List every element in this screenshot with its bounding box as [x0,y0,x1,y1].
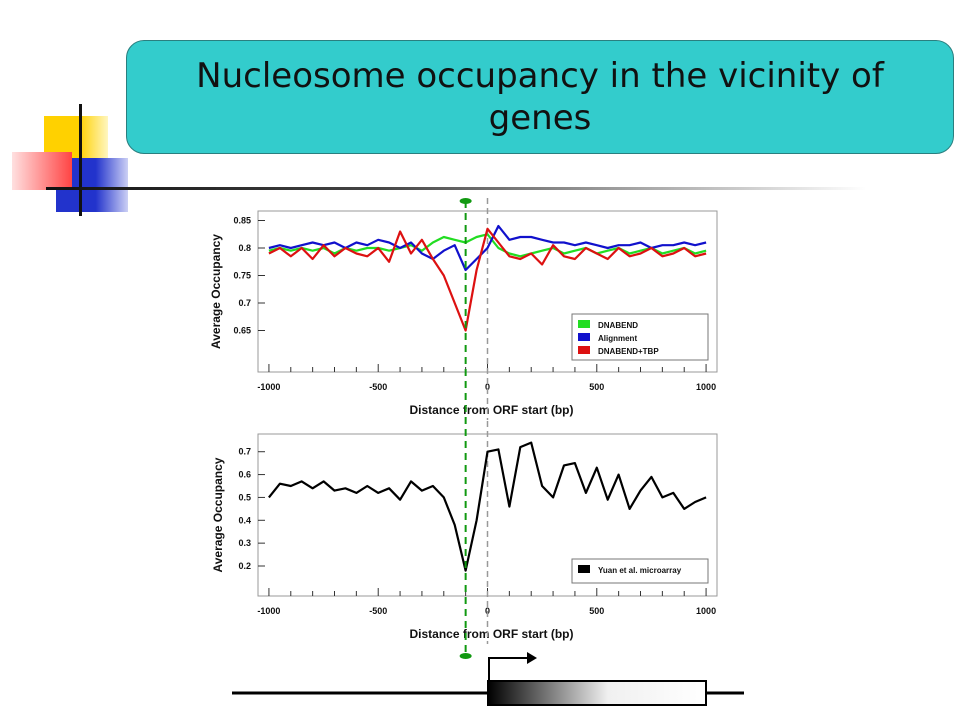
series-yuan-et-al-microarray-line [268,441,707,572]
panel-2-x-tick-label: -1000 [257,606,280,616]
deco-horizontal-line [46,187,866,190]
panel-2-x-axis-label: Distance from ORF start (bp) [409,627,573,641]
legend-label-1: Yuan et al. microarray [598,566,682,575]
legend-swatch-3 [578,346,590,354]
panel-2-y-tick-label: 0.3 [238,538,251,548]
panel-2-x-tick-label: -500 [369,606,387,616]
panel-1-x-tick-label: 500 [589,382,604,392]
deco-red-square [12,152,72,190]
deco-vertical-line [79,104,82,216]
panel-1-y-tick-label: 0.85 [233,216,251,226]
panel-1-y-tick-label: 0.75 [233,271,251,281]
panel-1-x-tick-label: 0 [485,382,490,392]
legend-swatch-1 [578,320,590,328]
series-alignment-line [268,224,707,272]
nfr-marker-bottom-cap [459,653,472,659]
panel-1-x-tick-label: -500 [369,382,387,392]
panel-1-x-tick-label: 1000 [696,382,716,392]
slide-title: Nucleosome occupancy in the vicinity of … [196,56,884,138]
panel-1-y-axis-label: Average Occupancy [209,234,223,349]
panel-1-x-tick-label: -1000 [257,382,280,392]
tss-arrow-line [488,657,530,681]
legend-swatch-2 [578,333,590,341]
panel-1-x-axis-label: Distance from ORF start (bp) [409,403,573,417]
legend-label-3: DNABEND+TBP [598,347,659,356]
panel-2-x-tick-label: 500 [589,606,604,616]
panel-2-y-tick-label: 0.6 [238,470,251,480]
panel-1-y-tick-label: 0.7 [238,298,251,308]
series-dnabend-tbp-line [268,227,707,332]
legend-swatch-1 [578,565,590,573]
panel-2-x-tick-label: 1000 [696,606,716,616]
panel-2-legend-box [571,558,709,584]
panel-1-legend-box [571,313,709,361]
title-box: Nucleosome occupancy in the vicinity of … [126,40,954,154]
panel-1-y-tick-label: 0.8 [238,243,251,253]
panel-2-y-tick-label: 0.2 [238,561,251,571]
panel-2-y-axis-label: Average Occupancy [211,457,225,572]
tss-arrow-head [527,652,537,664]
legend-label-1: DNABEND [598,321,638,330]
panel-2-y-tick-label: 0.7 [238,447,251,457]
nfr-marker-top-cap [459,198,472,204]
panel-1-y-tick-label: 0.65 [233,326,251,336]
gene-orf-box [487,680,707,706]
panel-2-y-tick-label: 0.4 [238,515,251,525]
panel-2-y-tick-label: 0.5 [238,492,251,502]
legend-label-2: Alignment [598,334,637,343]
